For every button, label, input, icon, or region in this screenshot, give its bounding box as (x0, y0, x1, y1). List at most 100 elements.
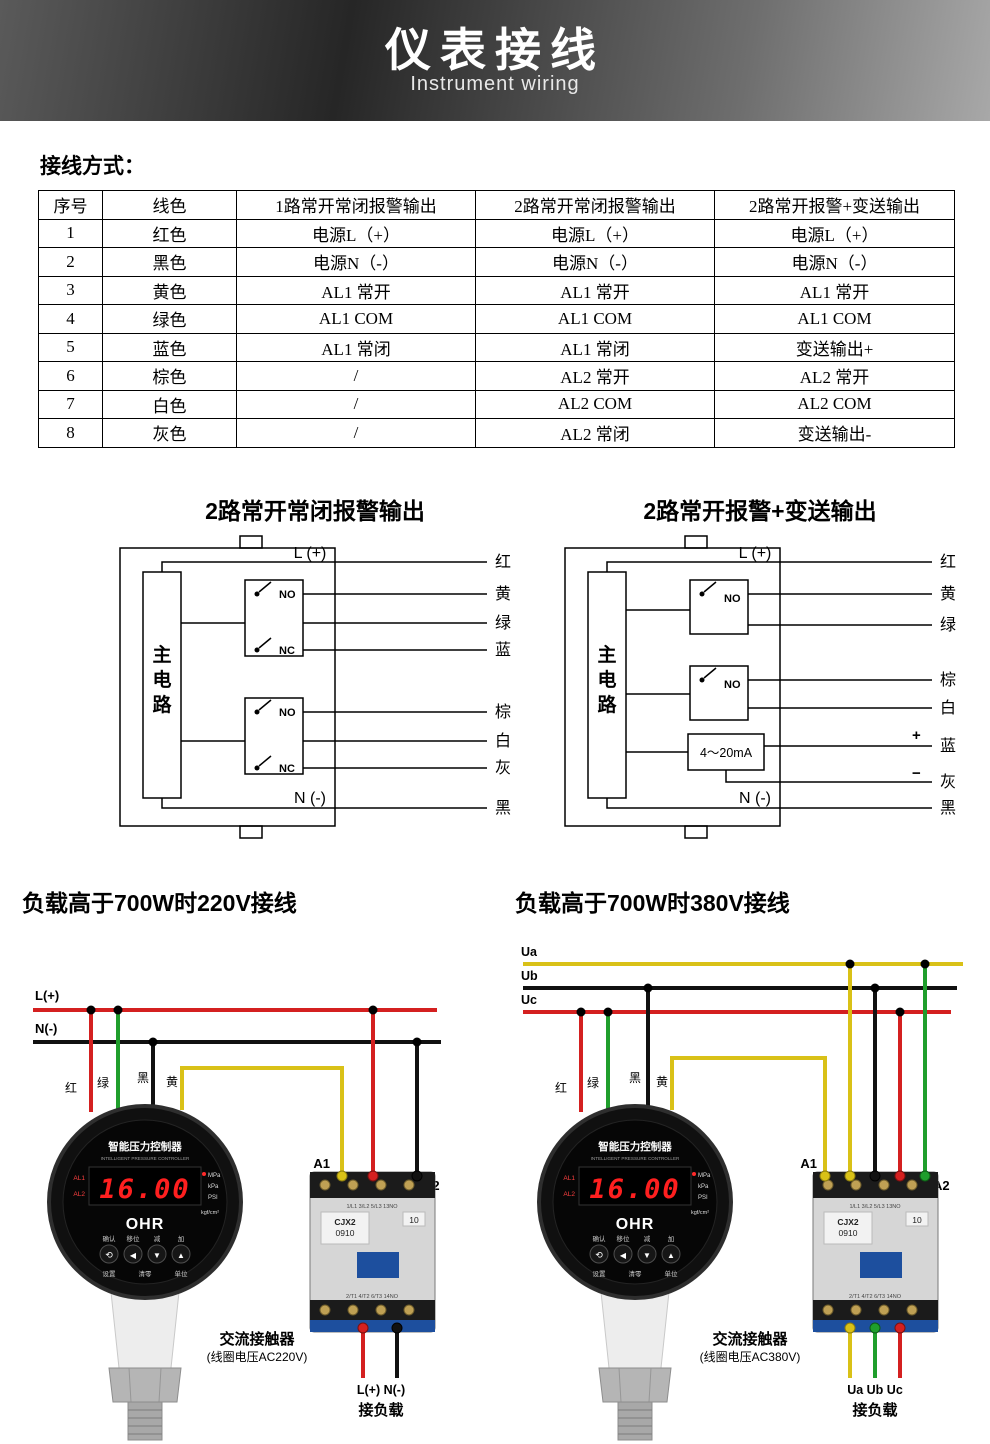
table-cell: 2 (38, 247, 103, 277)
table-cell: AL1 常开 (714, 275, 955, 305)
mount-tab-bottom (684, 825, 708, 839)
table-cell: 黑色 (102, 247, 237, 277)
contactor: 1/L1 3/L2 5/L3 13NO CJX2 0910 10 2/T1 4/… (812, 1170, 939, 1334)
thread-lines (618, 1409, 652, 1435)
unit-kgf: kgf/cm² (201, 1210, 219, 1216)
wire-label-green: 绿 (495, 614, 511, 632)
arrow-up-icon: ▲ (177, 1251, 185, 1260)
ub-terminal (869, 1170, 881, 1182)
contactor-blue-base (310, 1320, 435, 1332)
unit-psi: PSI (698, 1195, 708, 1201)
page-title: 仪表接线 (385, 23, 605, 76)
main-circuit-char: 路 (597, 693, 617, 716)
contact-dot (699, 677, 705, 683)
table-cell: AL1 常闭 (475, 332, 715, 362)
coil-voltage: (线圈电压AC380V) (700, 1350, 801, 1364)
plus-label: 加 (178, 1234, 185, 1243)
mount-tab-top (239, 535, 263, 549)
terminal-screws-bottom (822, 1304, 918, 1316)
controller-name-en: INTELLIGENT PRESSURE CONTROLLER (101, 1156, 190, 1161)
junction-dot (845, 959, 855, 969)
zero-label: 清零 (139, 1269, 153, 1278)
table-cell: 电源N（-） (714, 247, 955, 277)
wire-n-minus (606, 798, 932, 809)
contactor-name: 交流接触器 (219, 1330, 295, 1348)
relay1-box (244, 579, 304, 657)
table-cell: 电源N（-） (236, 247, 476, 277)
a2-terminal (411, 1170, 423, 1182)
minus-sign: − (912, 765, 921, 782)
hex-facets (618, 1367, 652, 1403)
wiring-method-label: 接线方式： (40, 154, 145, 178)
junction-dot (576, 1007, 586, 1017)
table-cell: 电源L（+） (475, 218, 715, 248)
device-outline (119, 547, 336, 827)
relay2-no-label: NO (724, 679, 741, 691)
table-cell: AL1 COM (714, 304, 955, 334)
brand-logo: OHR (616, 1216, 655, 1233)
junction-dot (368, 1005, 378, 1015)
display-reading: 16.00 (99, 1174, 190, 1205)
table-cell: 蓝色 (102, 332, 237, 362)
contact-dot (254, 709, 260, 715)
table-cell: 6 (38, 361, 103, 391)
wire-l-plus (606, 561, 932, 572)
minus-label: 减 (154, 1234, 161, 1243)
confirm-label: 确认 (593, 1234, 607, 1243)
contact-dots (699, 591, 705, 683)
al1-indicator: AL1 (73, 1175, 85, 1182)
uc-rail-label: Uc (521, 993, 537, 1007)
set-label: 设置 (103, 1269, 117, 1278)
contact-dot (254, 647, 260, 653)
table-cell: 4 (38, 304, 103, 334)
model-plate (823, 1211, 873, 1245)
banner: 仪表接线 Instrument wiring (0, 0, 990, 121)
ub-rail-label: Ub (521, 969, 538, 983)
hex-fitting (598, 1367, 672, 1403)
main-circuit-char: 电 (152, 668, 171, 691)
load-terminal-uc (894, 1322, 906, 1334)
minus-button (637, 1244, 657, 1264)
table-cell: 变送输出+ (714, 332, 955, 362)
table-cell: 1 (38, 218, 103, 248)
green-label: 绿 (97, 1075, 109, 1090)
table-cell: AL1 COM (236, 304, 476, 334)
junction-dot (643, 983, 653, 993)
al2-indicator: AL2 (563, 1191, 575, 1198)
l-terminal (367, 1170, 379, 1182)
table-cell: 棕色 (102, 361, 237, 391)
table-cell: AL2 常闭 (475, 418, 715, 448)
l-plus-rail-label: L(+) (35, 988, 59, 1003)
bottom-terminal-text: 2/T1 4/T2 6/T3 14NO (849, 1294, 902, 1300)
unit-kpa: kPa (698, 1184, 709, 1190)
shift-label: 移位 (127, 1234, 141, 1243)
wiring-table: 序号 线色 1路常开常闭报警输出 2路常开常闭报警输出 2路常开报警+变送输出 … (38, 190, 955, 448)
schematic-2way-no-nc: L (+) N (-) 主 电 路 NO NC NO NC 红 黄 绿 蓝 棕 … (119, 535, 511, 839)
model-line2: 0910 (839, 1228, 858, 1238)
ua-rail-label: Ua (521, 945, 538, 959)
brand-logo: OHR (126, 1216, 165, 1233)
wire-label-gray: 灰 (495, 759, 511, 777)
wire-label-yellow: 黄 (495, 585, 511, 603)
no-contact-symbol (703, 581, 717, 593)
confirm-icon: ⟲ (105, 1250, 113, 1260)
no-contact-symbol (703, 667, 717, 679)
contactor-bottom-band (813, 1300, 938, 1320)
table-cell: AL2 COM (475, 389, 715, 419)
table-cell: 绿色 (102, 304, 237, 334)
contact-dot (254, 591, 260, 597)
contact-dot (254, 765, 260, 771)
table-cell: 3 (38, 275, 103, 305)
table-cell: 8 (38, 418, 103, 448)
table-cell: AL1 COM (475, 304, 715, 334)
junction-dot (86, 1005, 96, 1015)
a2-terminal (919, 1170, 931, 1182)
confirm-button (99, 1244, 119, 1264)
top-terminal-text: 1/L1 3/L2 5/L3 13NO (346, 1204, 398, 1210)
controller-name-en: INTELLIGENT PRESSURE CONTROLLER (591, 1156, 680, 1161)
pressure-controller: 智能压力控制器 INTELLIGENT PRESSURE CONTROLLER … (47, 1104, 243, 1441)
unit-mpa: MPa (208, 1173, 221, 1179)
main-circuit-char: 主 (152, 644, 171, 666)
